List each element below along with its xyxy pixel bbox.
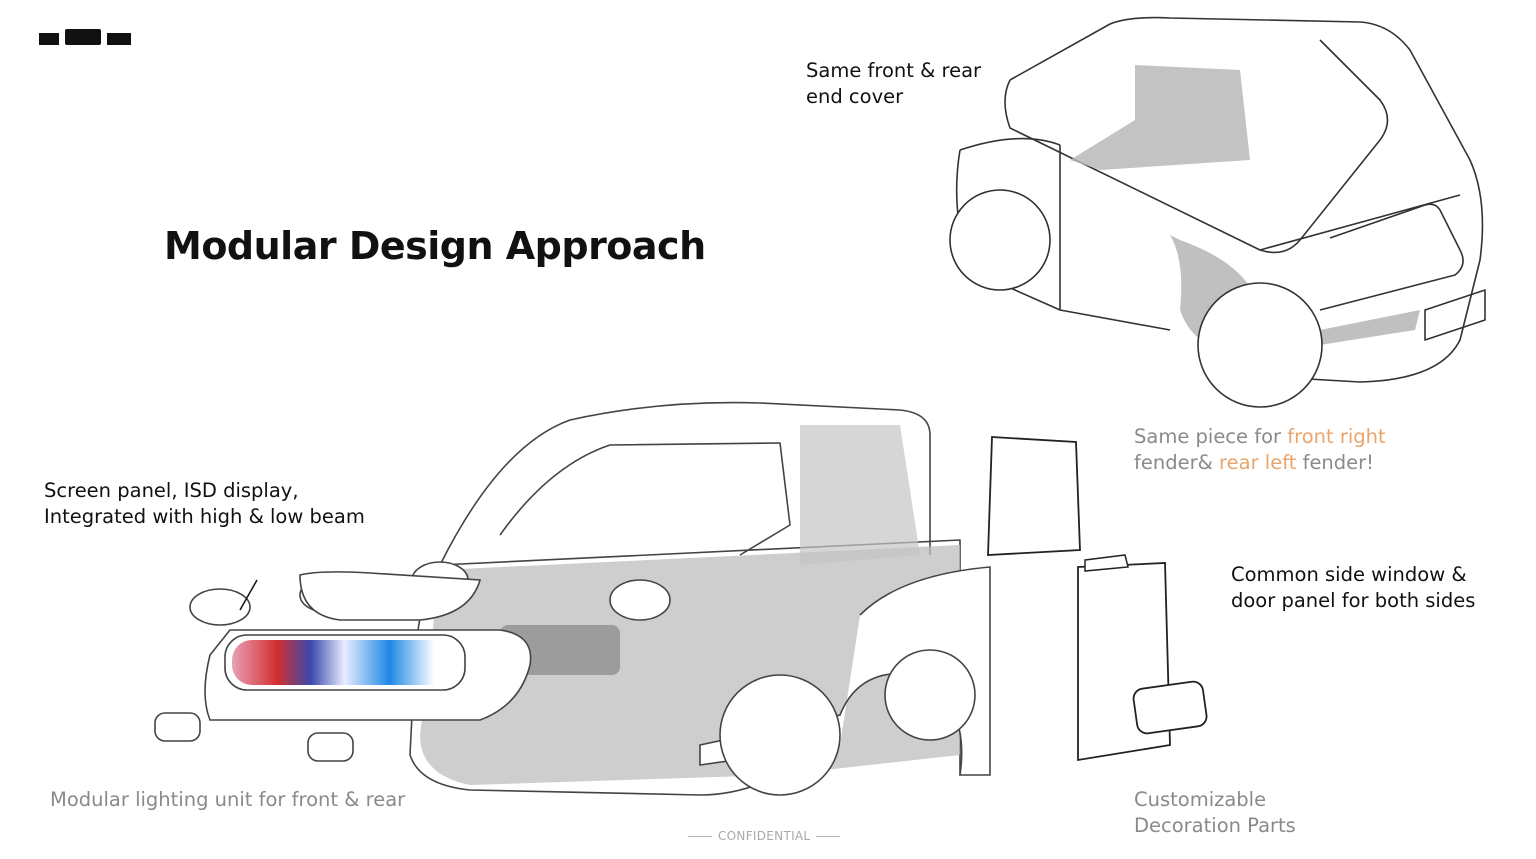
end-cover-line-1: Same front & rear (806, 59, 982, 82)
footer-dash-left (688, 835, 712, 837)
footer-dash-right (816, 835, 841, 837)
lighting-line-1: Modular lighting unit for front & rear (50, 788, 406, 811)
screen-panel-line-2: Integrated with high & low beam (44, 505, 365, 528)
fender-accent-rear-left: rear left (1219, 451, 1297, 474)
fender-accent-front-right: front right (1287, 425, 1386, 448)
side-window-annotation: Common side window & door panel for both… (1231, 562, 1475, 614)
slide-title: Modular Design Approach (164, 224, 706, 268)
fender-text-3: fender! (1296, 451, 1375, 474)
fender-text-2: fender& (1134, 451, 1220, 474)
lighting-annotation: Modular lighting unit for front & rear (50, 787, 405, 813)
fender-text-1: Same piece for (1134, 425, 1288, 448)
decoration-line-1: Customizable (1134, 788, 1267, 811)
fender-annotation: Same piece for front right fender& rear … (1134, 424, 1386, 476)
brand-logo (39, 29, 131, 45)
rear-car-illustration (949, 16, 1486, 408)
end-cover-annotation: Same front & rear end cover (806, 58, 981, 110)
screen-panel-annotation: Screen panel, ISD display, Integrated wi… (44, 478, 365, 530)
side-window-line-1: Common side window & (1231, 563, 1467, 586)
confidential-label: CONFIDENTIAL (718, 829, 811, 843)
side-window-line-2: door panel for both sides (1231, 589, 1476, 612)
end-cover-line-2: end cover (806, 85, 904, 108)
decoration-annotation: Customizable Decoration Parts (1134, 787, 1296, 839)
exploded-car-illustration (154, 401, 1208, 796)
decoration-line-2: Decoration Parts (1134, 814, 1296, 837)
screen-panel-line-1: Screen panel, ISD display, (44, 479, 299, 502)
confidential-footer: CONFIDENTIAL (688, 829, 841, 843)
